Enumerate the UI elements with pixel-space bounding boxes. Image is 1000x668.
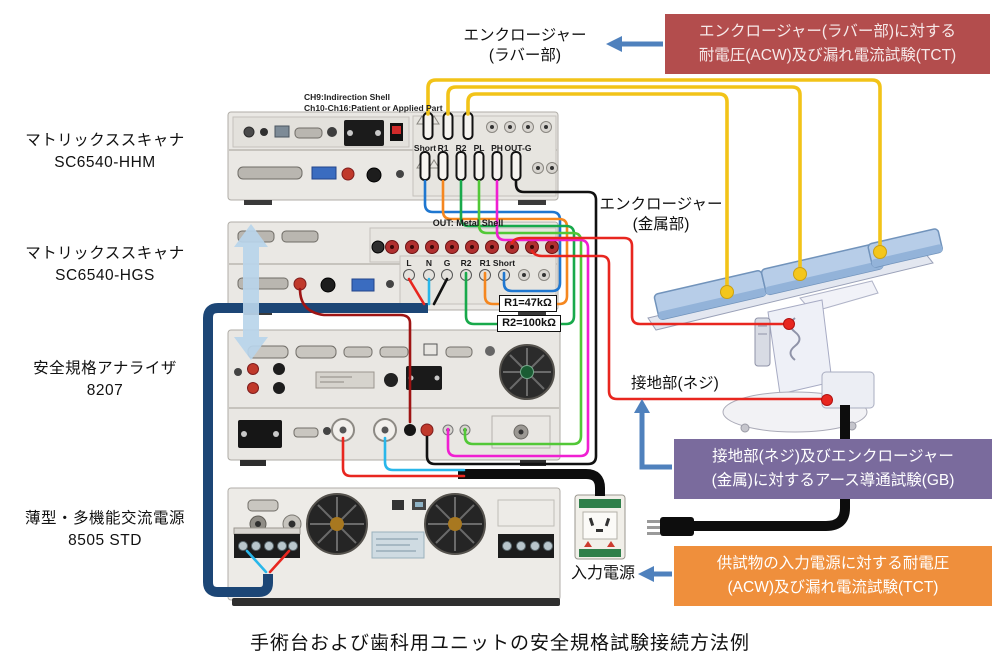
power-cable-to-adapter (458, 469, 605, 496)
terminal-label-shortb: Short (492, 258, 516, 268)
wire-yellow-1 (426, 78, 882, 252)
device-name: マトリックススキャナ (25, 132, 185, 149)
terminal-label-short: Short (413, 143, 437, 153)
callout-ground-test: 接地部(ネジ)及びエンクロージャー (金属)に対するアース導通試験(GB) (674, 439, 992, 499)
scanner1-channel-note: CH9:Indirection Shell Ch10-Ch16:Patient … (304, 92, 443, 114)
operating-table-image (647, 228, 943, 433)
callout-line: 供試物の入力電源に対する耐電圧 (716, 555, 950, 572)
device-label-sc6540-hgs: マトリックススキャナ SC6540-HGS (5, 243, 205, 287)
out-metal-shell-note: OUT: Metal Shell (432, 218, 504, 228)
matrix-scanner-hhm-image (227, 111, 559, 205)
wire-green-r2 (459, 179, 576, 326)
label-line: (ラバー部) (488, 47, 562, 64)
callout-power-test: 供試物の入力電源に対する耐電圧 (ACW)及び漏れ電流試験(TCT) (674, 546, 992, 606)
scanner-bus-arrow (234, 224, 268, 360)
wire-black-outg (425, 179, 598, 466)
terminal-label-r1: R1 (437, 143, 449, 153)
device-model: 8505 STD (68, 532, 142, 549)
wire-yellow-3 (466, 92, 729, 292)
matrix-scanner-hgs-image (227, 221, 559, 315)
device-name: 安全規格アナライザ (33, 360, 177, 377)
label-line: (金属部) (632, 216, 690, 233)
note-line: Ch10-Ch16:Patient or Applied Part (304, 103, 443, 113)
wire-darkred-current (298, 287, 412, 424)
device-model: 8207 (86, 382, 124, 399)
wire-magenta-ph (446, 179, 590, 458)
contact-dots (720, 245, 887, 406)
note-line: CH9:Indirection Shell (304, 92, 390, 102)
ac-power-source-8505-image (227, 487, 561, 606)
wire-black-g-stub (432, 277, 449, 306)
wire-cyan-8505 (245, 549, 268, 574)
callout-line: 接地部(ネジ)及びエンクロージャー (712, 448, 954, 465)
terminal-label-ph: PH (491, 143, 503, 153)
device-model: SC6540-HHM (54, 154, 156, 171)
callout-line: (金属)に対するアース導通試験(GB) (711, 472, 955, 489)
label-line: エンクロージャー (599, 196, 723, 213)
ground-screw-label: 接地部(ネジ) (631, 375, 719, 392)
terminal-label-pl: PL (473, 143, 485, 153)
wire-lightgreen-pl (463, 179, 583, 446)
wire-red-8207-l (341, 436, 466, 478)
callout-arrows (606, 36, 672, 582)
wire-red-8505 (268, 549, 291, 574)
wire-blue-short (423, 179, 562, 293)
mains-cable-from-table (694, 405, 850, 531)
terminal-label-r1b: R1 (479, 258, 491, 268)
device-model: SC6540-HGS (55, 267, 155, 284)
resistor-box-r1: R1=47kΩ (499, 295, 557, 312)
device-name: マトリックススキャナ (25, 245, 185, 262)
wire-red-ground-screw (530, 249, 825, 401)
diagram-caption: 手術台および歯科用ユニットの安全規格試験接続方法例 (249, 633, 750, 654)
terminal-label-r2b: R2 (460, 258, 472, 268)
enclosure-metal-label: エンクロージャー (金属部) (593, 195, 729, 235)
callout-line: エンクロージャー(ラバー部)に対する (698, 23, 957, 40)
wire-red-l-stub (407, 277, 426, 306)
enclosure-rubber-label: エンクロージャー (ラバー部) (440, 26, 610, 66)
wire-orange-r1 (441, 179, 569, 306)
input-power-adapter-image (574, 494, 626, 560)
mains-plug (660, 517, 694, 536)
device-label-sc6540-hhm: マトリックススキャナ SC6540-HHM (5, 130, 205, 174)
terminal-label-l: L (406, 258, 412, 268)
input-power-label: 入力電源 (570, 565, 635, 582)
label-line: エンクロージャー (463, 27, 587, 44)
terminal-label-r2: R2 (455, 143, 467, 153)
callout-line: 耐電圧(ACW)及び漏れ電流試験(TCT) (698, 47, 957, 64)
terminal-label-outg: OUT-G (504, 143, 532, 153)
terminal-label-g: G (443, 258, 451, 268)
device-label-8505: 薄型・多機能交流電源 8505 STD (5, 508, 205, 552)
wire-yellow-2 (446, 85, 802, 274)
callout-rubber-test: エンクロージャー(ラバー部)に対する 耐電圧(ACW)及び漏れ電流試験(TCT) (665, 14, 990, 74)
device-name: 薄型・多機能交流電源 (24, 510, 185, 527)
wire-cyan-8207-n (383, 436, 466, 472)
callout-line: (ACW)及び漏れ電流試験(TCT) (727, 579, 939, 596)
device-label-8207: 安全規格アナライザ 8207 (5, 358, 205, 402)
navy-output-cable (203, 303, 428, 597)
safety-analyzer-8207-image (227, 329, 561, 466)
terminal-label-n: N (425, 258, 433, 268)
resistor-box-r2: R2=100kΩ (497, 315, 561, 332)
wire-red-metal-enclosure (510, 236, 787, 326)
